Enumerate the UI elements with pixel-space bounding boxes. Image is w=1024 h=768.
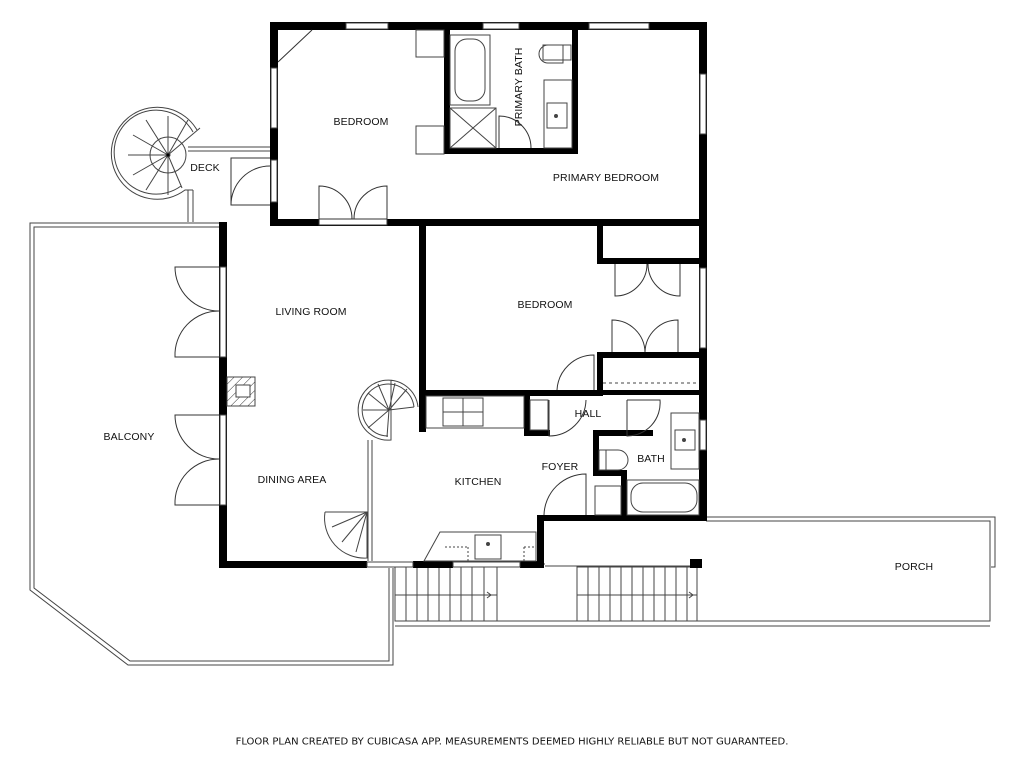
deck-outline <box>187 146 272 222</box>
bath-fixtures <box>594 412 700 516</box>
room-label-porch: PORCH <box>894 561 934 573</box>
room-label-hall: HALL <box>574 408 602 420</box>
room-label-primary-bath: PRIMARY BATH <box>513 47 525 127</box>
primary-bath-fixtures <box>449 34 573 149</box>
room-label-deck: DECK <box>190 162 220 174</box>
fireplace <box>226 376 256 407</box>
room-label-balcony: BALCONY <box>103 431 155 443</box>
deck-spiral-stairs <box>110 106 201 200</box>
room-label-bath: BATH <box>637 453 665 465</box>
room-label-living-room: LIVING ROOM <box>275 306 347 318</box>
room-label-bedroom-upper: BEDROOM <box>333 116 389 128</box>
upper-bedroom-closets <box>415 29 445 155</box>
balcony-outline <box>29 222 394 666</box>
room-label-primary-bedroom: PRIMARY BEDROOM <box>552 172 660 184</box>
disclaimer-footer: FLOOR PLAN CREATED BY CUBICASA APP. MEAS… <box>235 736 789 748</box>
kitchen-fixtures <box>423 395 549 562</box>
room-label-bedroom-middle: BEDROOM <box>517 299 573 311</box>
porch-stairs-left <box>394 566 498 622</box>
room-label-foyer: FOYER <box>541 461 579 473</box>
room-label-kitchen: KITCHEN <box>454 476 502 488</box>
room-label-dining-area: DINING AREA <box>257 474 327 486</box>
windows <box>219 22 707 568</box>
living-spiral-stairs <box>324 379 419 561</box>
porch-stairs-right <box>576 566 698 622</box>
doors <box>174 29 681 516</box>
